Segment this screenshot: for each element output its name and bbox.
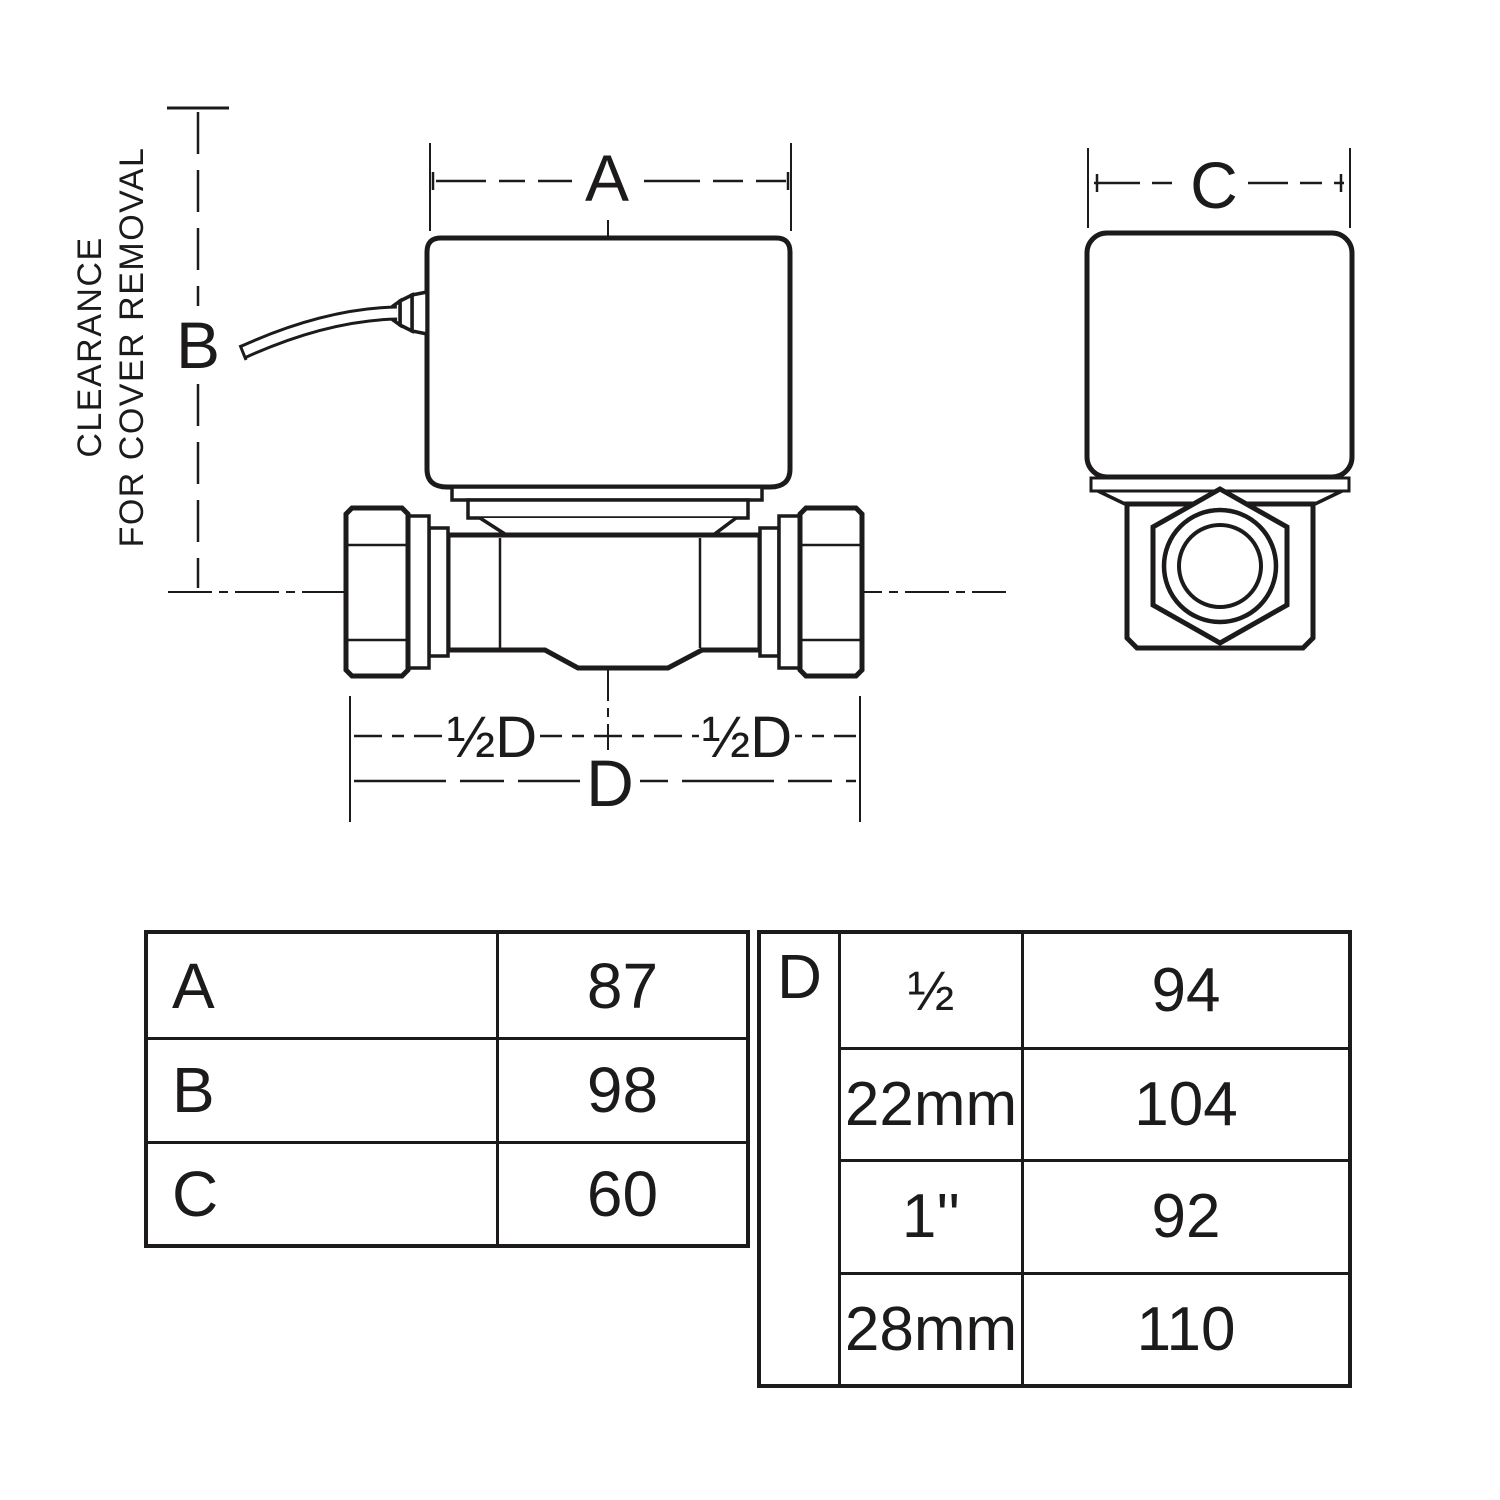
dimension-label-c: C [1190,148,1238,222]
table-row-value: 110 [1021,1271,1348,1384]
dimension-table-d: D ½ 94 22mm 104 1'' 92 28mm 110 [757,930,1352,1388]
port-inner-circle [1177,523,1263,609]
dimension-label-b: B [176,308,220,382]
clearance-note-line2: FOR COVER REMOVAL [113,146,151,548]
table-group-label-d: D [761,934,841,1384]
dimension-label-half-d-left: ½D [447,705,537,770]
clearance-note-line1: CLEARANCE [71,236,109,458]
hex-nut-left [343,505,411,679]
hex-nut-right [797,505,865,679]
union-ring-right [758,514,802,670]
table-row-size: ½ [907,958,955,1022]
valve-cover-side [424,235,793,490]
dimension-c-line [1087,148,1351,228]
table-row-value: 98 [496,1037,746,1141]
table-row-value: 87 [496,934,746,1038]
dimension-label-half-d-right: ½D [702,705,792,770]
table-row-size: 28mm [841,1271,1021,1385]
dimension-b-line [167,106,229,588]
table-row-size: 1'' [841,1159,1021,1272]
table-row-value: 104 [1021,1046,1348,1159]
power-cable [238,305,398,361]
table-row-value: 60 [496,1140,746,1244]
union-ring-left [406,514,450,670]
dimension-a-line [429,143,792,231]
cable-gland [391,289,429,337]
valve-body-tube [445,532,763,671]
dimension-label-a: A [585,141,629,215]
table-row-label: A [172,949,215,1022]
table-row-value: 94 [1021,934,1348,1047]
dimension-label-d: D [586,746,634,820]
table-row-value: 92 [1021,1159,1348,1272]
cover-flange [450,485,764,538]
table-row-size: 22mm [841,1046,1021,1160]
valve-cover-end [1084,230,1355,480]
table-row-label: B [148,1037,496,1140]
clearance-note: CLEARANCE FOR COVER REMOVAL [69,87,157,607]
dimension-table-abc: A 87 B 98 C 60 [144,930,750,1248]
table-row-label: C [148,1140,496,1244]
dimension-d-lines [349,696,861,822]
